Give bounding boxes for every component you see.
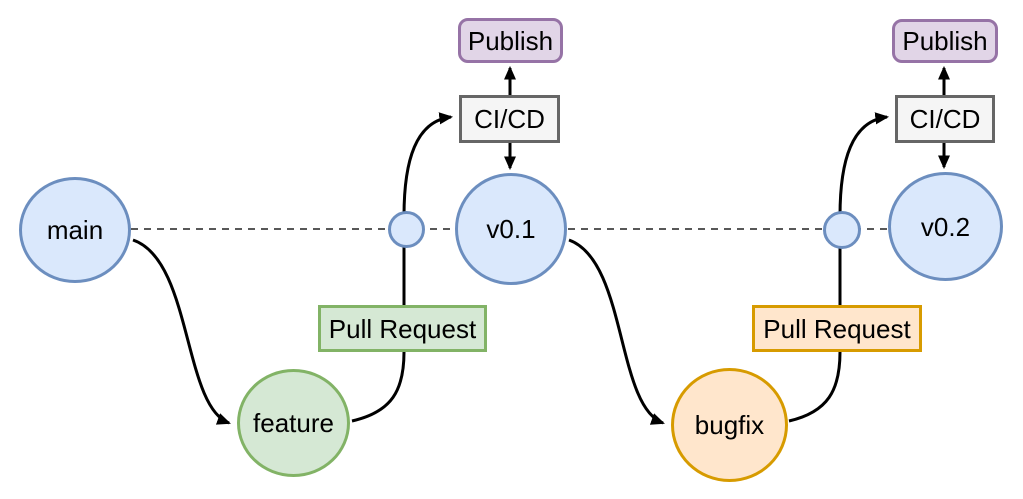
node-release-v01: v0.1 <box>455 173 567 285</box>
node-branch-feature: feature <box>237 369 350 477</box>
edge-branch-main-to-feature-arrow <box>132 238 231 425</box>
node-branch-main: main <box>19 177 131 283</box>
node-cicd-left-label: CI/CD <box>474 104 545 134</box>
node-branch-bugfix: bugfix <box>671 368 788 482</box>
node-publish-right: Publish <box>892 19 998 63</box>
node-publish-left-label: Publish <box>467 25 554 56</box>
node-branch-bugfix-label: bugfix <box>694 410 765 440</box>
node-pull-request-left: Pull Request <box>318 305 487 352</box>
node-publish-right-label: Publish <box>902 26 988 56</box>
edge-bugfix-pullrequest-to-cicd-right-arrow <box>788 112 890 423</box>
node-pull-request-right-label: Pull Request <box>763 313 911 344</box>
node-release-v02-label: v0.2 <box>920 211 971 242</box>
node-pull-request-right: Pull Request <box>752 305 922 352</box>
node-publish-left: Publish <box>458 18 563 63</box>
node-cicd-right-label: CI/CD <box>909 104 981 134</box>
node-pull-request-left-label: Pull Request <box>328 313 477 344</box>
node-cicd-left: CI/CD <box>459 95 560 143</box>
node-release-v01-label: v0.1 <box>486 214 536 244</box>
node-cicd-right: CI/CD <box>895 95 995 143</box>
node-merge-commit-right <box>823 211 861 249</box>
node-release-v02: v0.2 <box>888 172 1003 281</box>
node-branch-main-label: main <box>46 215 104 245</box>
node-merge-commit-left <box>388 211 425 248</box>
edge-feature-pullrequest-to-cicd-left-arrow <box>351 112 454 423</box>
edge-branch-v01-to-bugfix-arrow <box>568 238 665 425</box>
node-branch-feature-label: feature <box>253 408 334 438</box>
